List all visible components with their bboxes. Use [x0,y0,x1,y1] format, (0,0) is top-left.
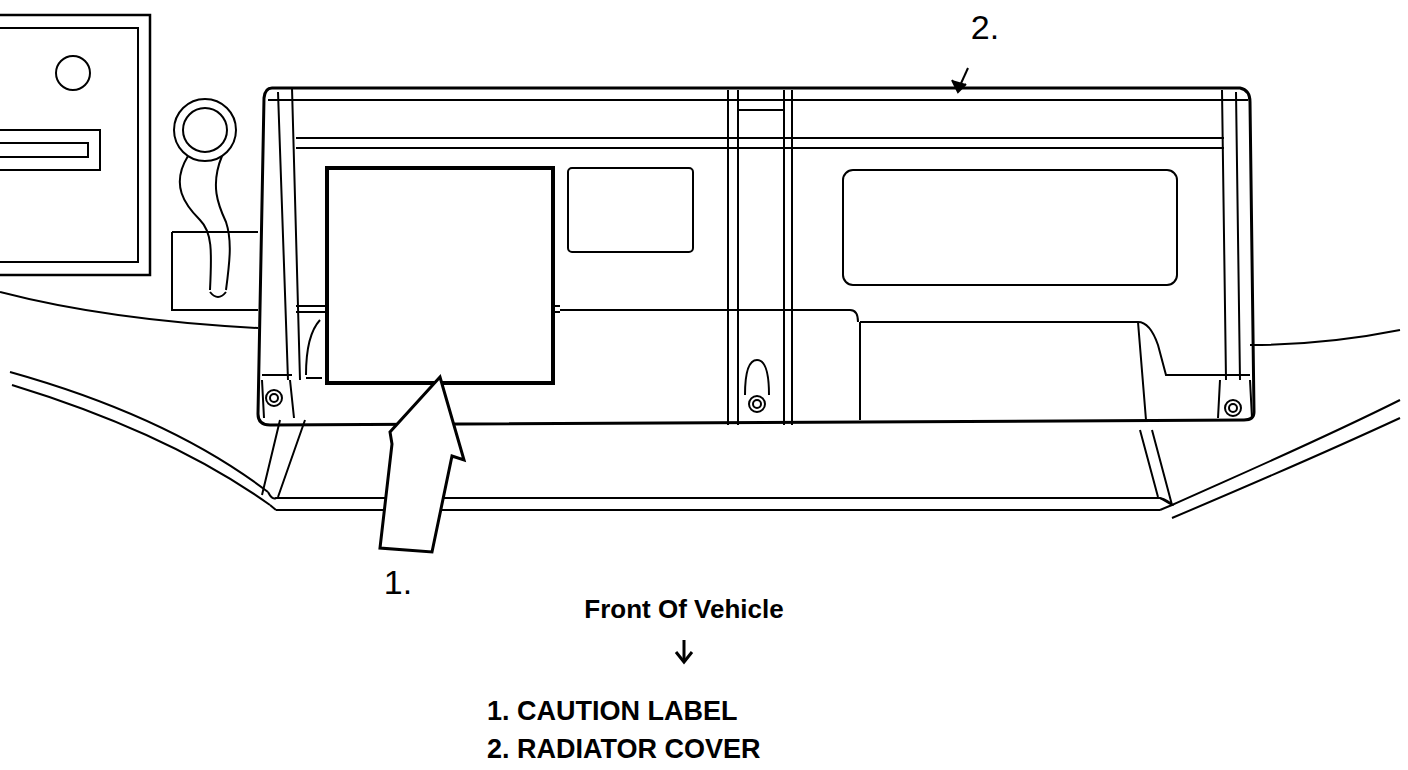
legend-caption: 1. CAUTION LABEL [487,698,738,725]
legend-caption: 2. RADIATOR COVER [487,736,761,763]
callout-number: 1. [384,565,412,599]
direction-note: Front Of Vehicle [584,596,783,622]
callout-number: 2. [971,10,999,44]
